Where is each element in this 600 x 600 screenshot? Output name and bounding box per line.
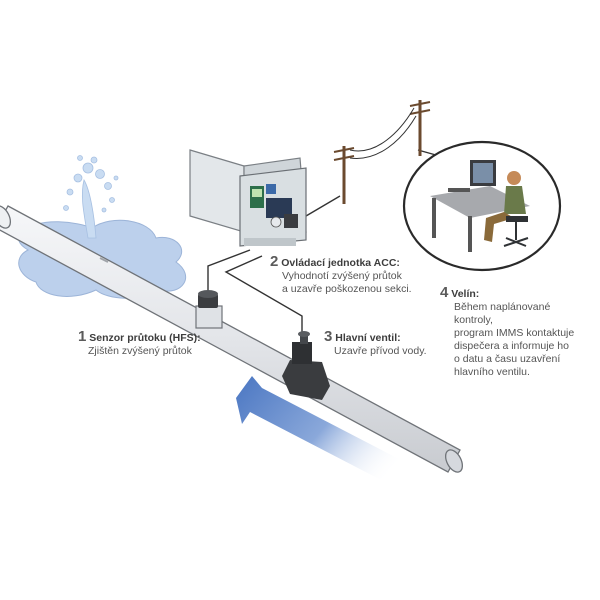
step-title: Velín: [451, 288, 480, 300]
master-valve-icon [282, 331, 330, 400]
water-spray-icon [63, 155, 119, 239]
flow-sensor-icon [195, 290, 223, 329]
operator-workstation-icon [402, 140, 562, 272]
step-description: Vyhodnotí zvýšený průtok a uzavře poškoz… [282, 270, 412, 295]
step-title: Ovládací jednotka ACC: [281, 257, 400, 269]
power-line [349, 107, 415, 152]
step-number: 3 [324, 328, 333, 345]
step-number: 1 [78, 328, 87, 345]
step-description: Zjištěn zvýšený průtok [88, 345, 192, 357]
flow-direction-arrow-icon [236, 376, 420, 494]
step-title: Senzor průtoku (HFS): [89, 332, 201, 344]
controller-icon [189, 149, 307, 247]
step-title: Hlavní ventil: [335, 332, 401, 344]
step-master-valve: 3 Hlavní ventil: Uzavře přívod vody. [324, 328, 454, 358]
step-number: 4 [440, 284, 449, 301]
step-controller: 2 Ovládací jednotka ACC: Vyhodnotí zvýše… [270, 253, 430, 296]
step-number: 2 [270, 253, 279, 270]
step-description: Uzavře přívod vody. [334, 345, 427, 357]
step-flow-sensor: 1 Senzor průtoku (HFS): Zjištěn zvýšený … [78, 328, 218, 358]
step-control-room: 4 Velín: Během naplánované kontroly, pro… [440, 284, 590, 379]
utility-pole-icon [333, 100, 431, 204]
step-description: Během naplánované kontroly, program IMMS… [454, 301, 575, 378]
power-line-lower [349, 115, 417, 159]
